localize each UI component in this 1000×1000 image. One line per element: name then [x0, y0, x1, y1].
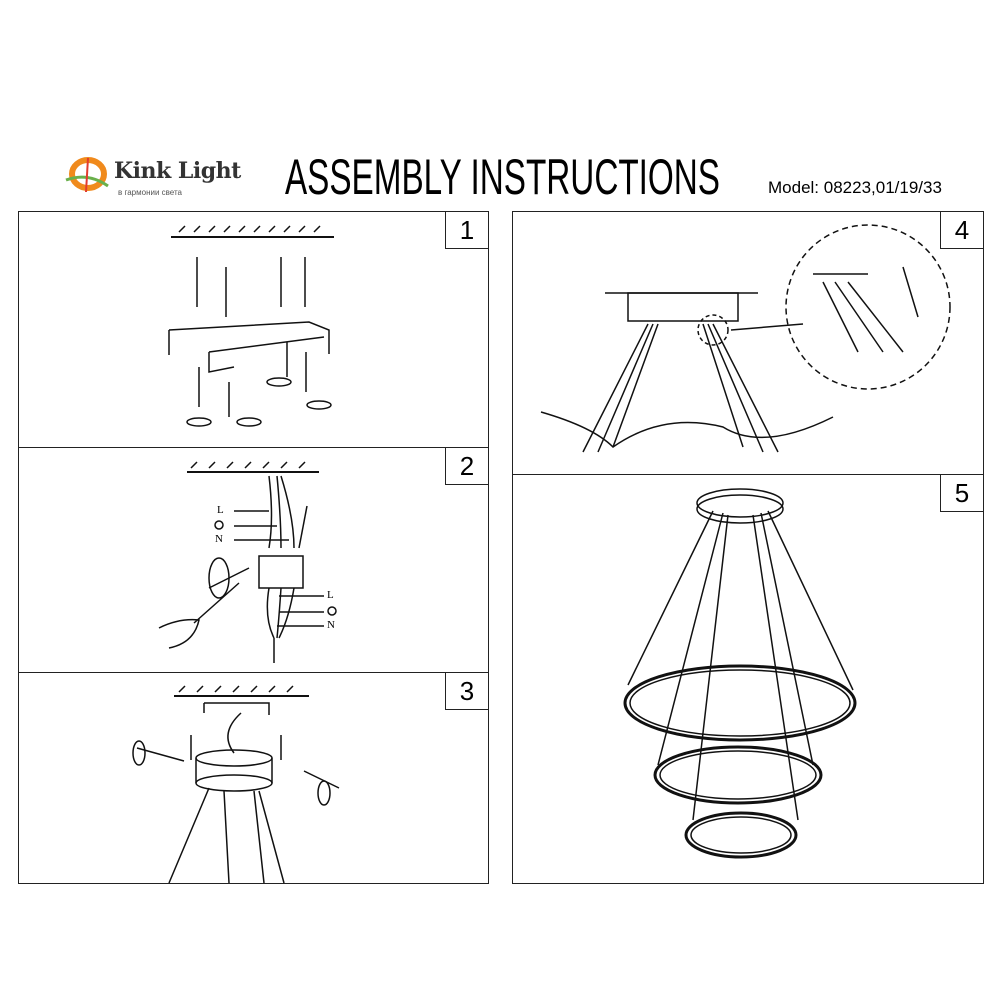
step-4-panel: 4 — [512, 211, 984, 475]
step-number: 4 — [940, 211, 984, 249]
step-5-panel: 5 — [512, 474, 984, 884]
brand-tagline: в гармонии света — [118, 188, 183, 197]
step-1-panel: 1 — [18, 211, 489, 448]
brand-name: Kink Light — [114, 158, 241, 184]
step-3-panel: 3 — [18, 672, 489, 884]
canopy-mounting-diagram — [132, 685, 340, 884]
assembled-chandelier-diagram — [623, 488, 857, 859]
height-adjustment-diagram — [540, 224, 951, 453]
label-neutral-out: N — [327, 619, 335, 631]
model-number: Model: 08223,01/19/33 — [768, 178, 942, 197]
step-number: 1 — [445, 211, 489, 249]
page-title: ASSEMBLY INSTRUCTIONS — [285, 149, 720, 202]
step-number: 2 — [445, 447, 489, 485]
brand-logo: Kink Light в гармонии света — [62, 152, 241, 202]
bracket-mounting-diagram — [168, 225, 334, 427]
logo-mark-icon — [65, 157, 109, 193]
page-title-wrap: ASSEMBLY INSTRUCTIONS — [285, 149, 720, 202]
step-2-panel: 2 L N L N — [18, 447, 489, 673]
step-number: 3 — [445, 672, 489, 710]
step-number: 5 — [940, 474, 984, 512]
label-neutral-in: N — [215, 533, 223, 545]
label-live-out: L — [327, 589, 334, 601]
wiring-diagram — [158, 461, 337, 663]
label-live-in: L — [217, 504, 224, 516]
